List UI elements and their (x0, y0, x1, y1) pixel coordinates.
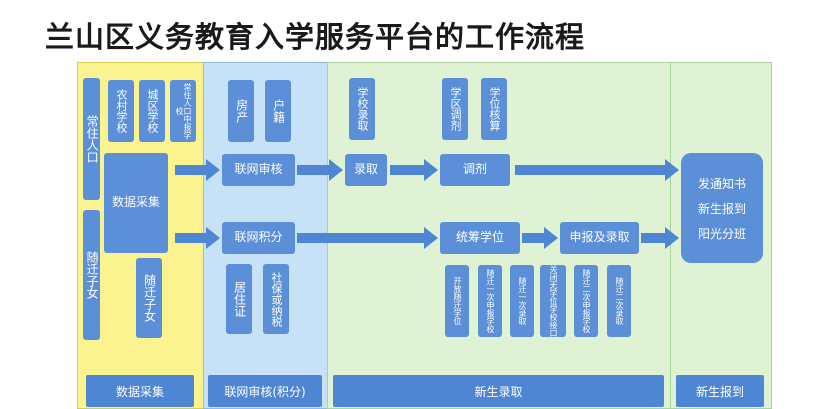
household-label: 户籍 (271, 99, 286, 123)
seat-check-label: 学位核算 (488, 87, 502, 131)
online-review-box: 联网审核 (222, 154, 295, 186)
arrow-right-icon (390, 159, 438, 181)
resident-box: 常住人口 (83, 78, 100, 200)
online-points-label: 联网积分 (234, 230, 283, 245)
arrow-right-icon (175, 159, 220, 181)
arrow-right-icon (641, 227, 679, 249)
apply-admit-label: 申报及录取 (569, 230, 630, 245)
stage-bar-label: 新生报到 (695, 384, 744, 399)
arrow-right-icon (297, 159, 343, 181)
stage-bar-online-review: 联网审核(积分) (208, 375, 322, 407)
small-box-3: 随迁一次录取 (510, 265, 534, 337)
district-adjust-label: 学区调剂 (449, 87, 463, 131)
residence-permit-label: 居住证 (232, 281, 247, 317)
small-box-2-label: 随迁一次申报学校 (486, 269, 495, 333)
small-box-1: 开放随迁学位 (445, 265, 469, 337)
arrow-right-icon (515, 159, 679, 181)
final-steps-box: 发通知书 新生报到 阳光分班 (681, 153, 763, 263)
small-box-3-label: 随迁一次录取 (518, 277, 527, 325)
school-admit-label: 学校录取 (356, 87, 370, 131)
property-label: 房产 (234, 99, 249, 123)
stage-bar-label: 新生录取 (474, 384, 523, 399)
stage-bar-admission: 新生录取 (333, 375, 664, 407)
resident-label: 常住人口 (85, 115, 100, 163)
arrow-right-icon (522, 227, 558, 249)
stage-bar-registration: 新生报到 (676, 375, 764, 407)
small-box-5-label: 随迁二次申报学校 (582, 269, 591, 333)
coordinate-seats-box: 统筹学位 (440, 222, 520, 254)
small-box-6: 随迁二次录取 (607, 265, 631, 337)
seat-check-box: 学位核算 (481, 78, 507, 140)
migrant-child-label: 随迁子女 (142, 274, 157, 322)
arrow-right-icon (175, 227, 220, 249)
admit-label: 录取 (353, 162, 378, 177)
property-box: 房产 (228, 80, 254, 142)
small-box-1-label: 开放随迁学位 (453, 277, 462, 325)
migrant-label: 随迁子女 (85, 251, 100, 299)
data-collect-label: 数据采集 (111, 195, 160, 210)
district-adjust-box: 学区调剂 (442, 78, 468, 140)
stage-bar-label: 数据采集 (115, 384, 164, 399)
migrant-box: 随迁子女 (83, 210, 100, 340)
small-box-4-label: 关闭无学位学校接口 (549, 265, 558, 337)
resident-school-label: 常住人口中报学校 (175, 83, 192, 139)
coordinate-seats-label: 统筹学位 (455, 230, 504, 245)
online-points-box: 联网积分 (222, 222, 295, 254)
social-security-box: 社保或纳税 (263, 264, 289, 334)
migrant-child-box: 随迁子女 (136, 258, 162, 338)
notice-label: 发通知书 (697, 176, 746, 191)
resident-school-box: 常住人口中报学校 (170, 80, 196, 142)
residence-permit-box: 居住证 (226, 264, 252, 334)
social-security-label: 社保或纳税 (270, 271, 284, 327)
small-box-4: 关闭无学位学校接口 (540, 265, 566, 337)
school-admit-box: 学校录取 (349, 78, 375, 140)
rural-school-box: 农村学校 (108, 80, 134, 142)
page-title: 兰山区义务教育入学服务平台的工作流程 (45, 20, 586, 54)
rural-school-label: 农村学校 (115, 89, 129, 133)
admit-box: 录取 (345, 154, 387, 186)
report-label: 新生报到 (697, 201, 746, 216)
online-review-label: 联网审核 (234, 162, 283, 177)
small-box-5: 随迁二次申报学校 (574, 265, 598, 337)
data-collect-box: 数据采集 (104, 153, 168, 253)
stage-bar-label: 联网审核(积分) (224, 384, 306, 399)
adjust-label: 调剂 (462, 162, 487, 177)
small-box-6-label: 随迁二次录取 (615, 277, 624, 325)
adjust-box: 调剂 (440, 154, 510, 186)
arrow-right-icon (297, 227, 438, 249)
household-box: 户籍 (265, 80, 291, 142)
stage-bar-data-collection: 数据采集 (86, 375, 194, 407)
small-box-2: 随迁一次申报学校 (478, 265, 502, 337)
urban-school-box: 城区学校 (139, 80, 165, 142)
urban-school-label: 城区学校 (146, 89, 160, 133)
apply-admit-box: 申报及录取 (560, 222, 639, 254)
class-assign-label: 阳光分班 (697, 226, 746, 241)
